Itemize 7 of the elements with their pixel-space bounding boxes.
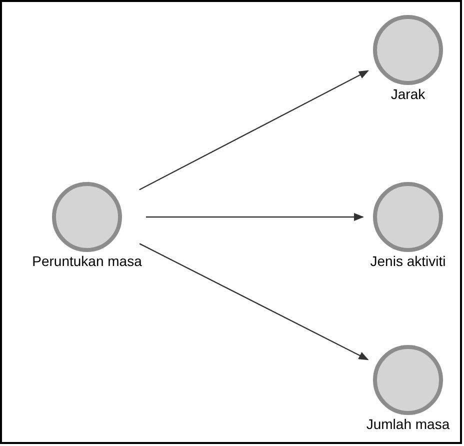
arrow <box>146 213 364 221</box>
arrow <box>139 70 369 190</box>
node-label: Jumlah masa <box>366 416 450 432</box>
node-label: Jarak <box>390 86 426 102</box>
node-label: Peruntukan masa <box>32 253 142 269</box>
arrow <box>139 243 369 360</box>
node-label: Jenis aktiviti <box>370 253 446 269</box>
